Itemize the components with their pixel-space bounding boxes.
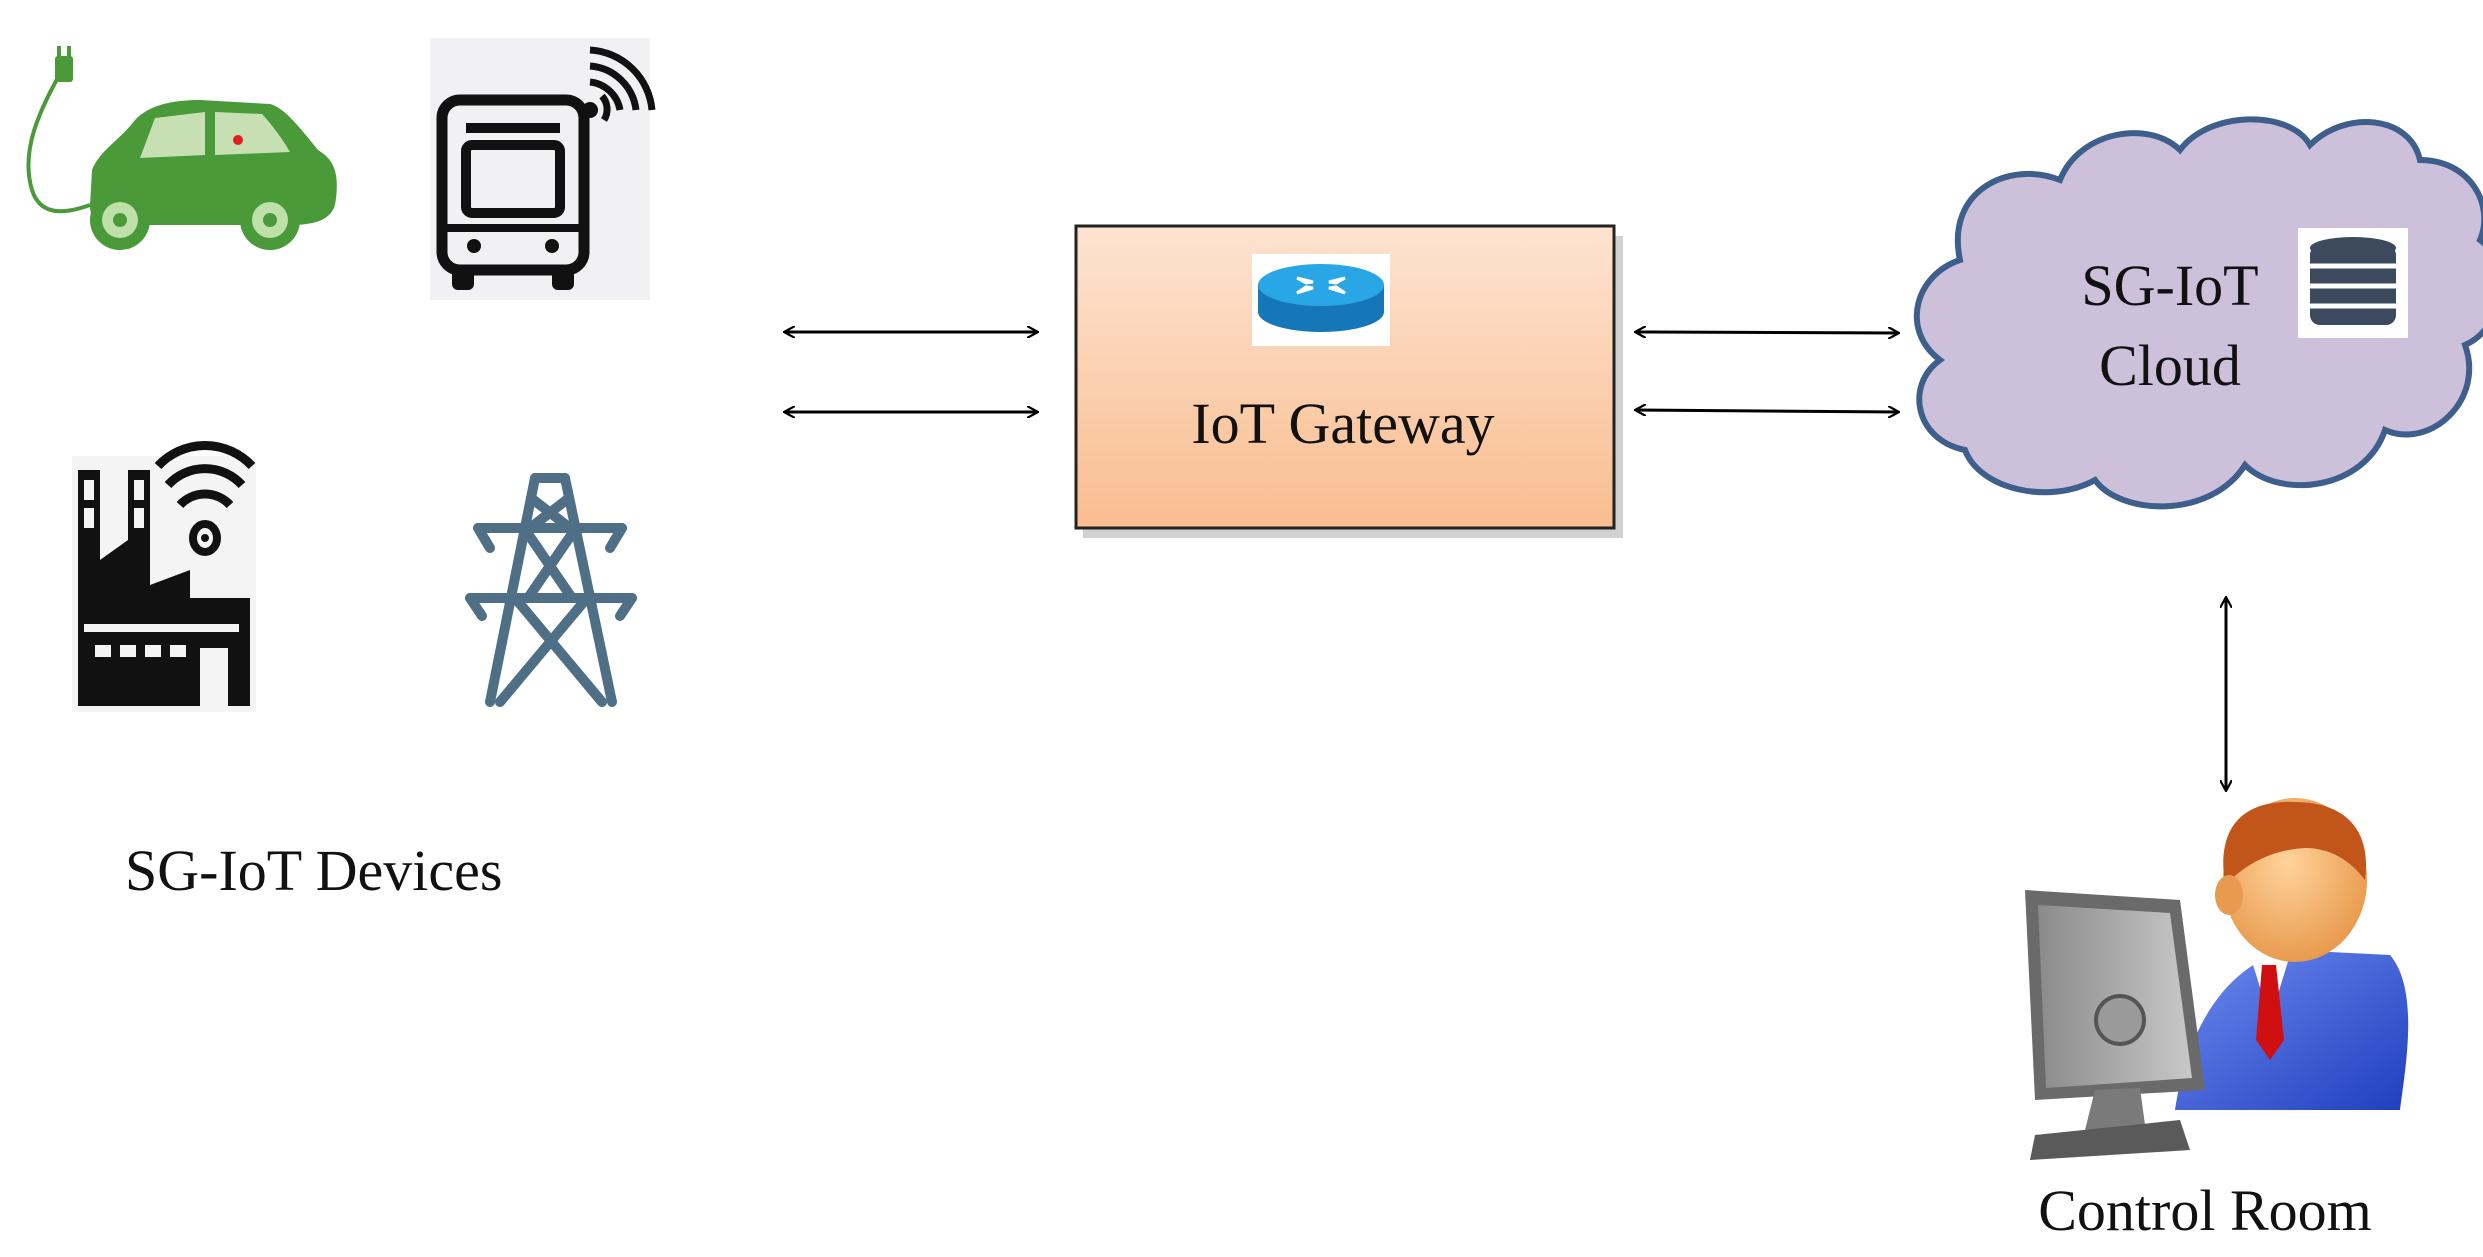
operator-computer-icon [2018, 795, 2438, 1165]
devices-label: SG-IoT Devices [125, 838, 502, 903]
cloud-label-line1: SG-IoT [2081, 253, 2258, 318]
control-room-label: Control Room [2038, 1178, 2372, 1243]
router-icon [1252, 254, 1390, 346]
gateway-label: IoT Gateway [1191, 391, 1494, 456]
database-icon [2298, 228, 2408, 338]
smart-bus-icon [430, 38, 656, 300]
arrow-gateway-cloud-2 [1636, 410, 1898, 412]
cloud-shape [1913, 116, 2483, 510]
transmission-tower-icon [465, 473, 637, 707]
arrow-gateway-cloud-1 [1636, 332, 1898, 333]
electric-car-icon [26, 46, 337, 250]
smart-factory-icon [72, 440, 256, 712]
cloud-label-line2: Cloud [2099, 333, 2241, 398]
